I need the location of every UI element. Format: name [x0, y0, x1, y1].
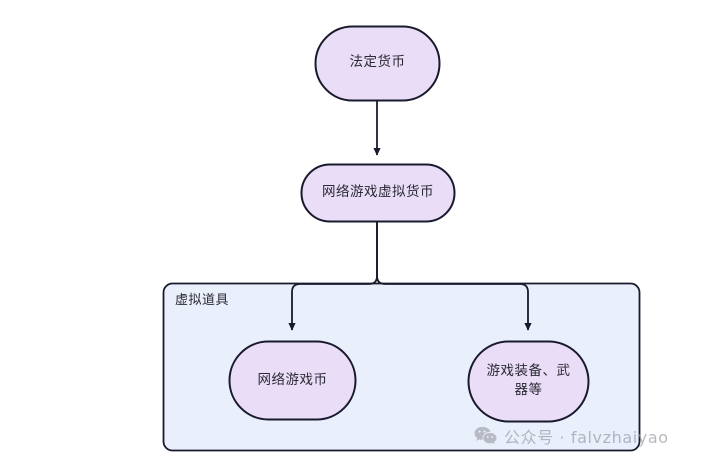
- node-game-coin[interactable]: [228, 340, 357, 421]
- node-fiat[interactable]: [314, 25, 441, 102]
- edge-virtual-currency-to-game-items: [376, 222, 532, 331]
- node-virtual-currency[interactable]: [300, 163, 456, 223]
- node-game-items[interactable]: [467, 340, 590, 423]
